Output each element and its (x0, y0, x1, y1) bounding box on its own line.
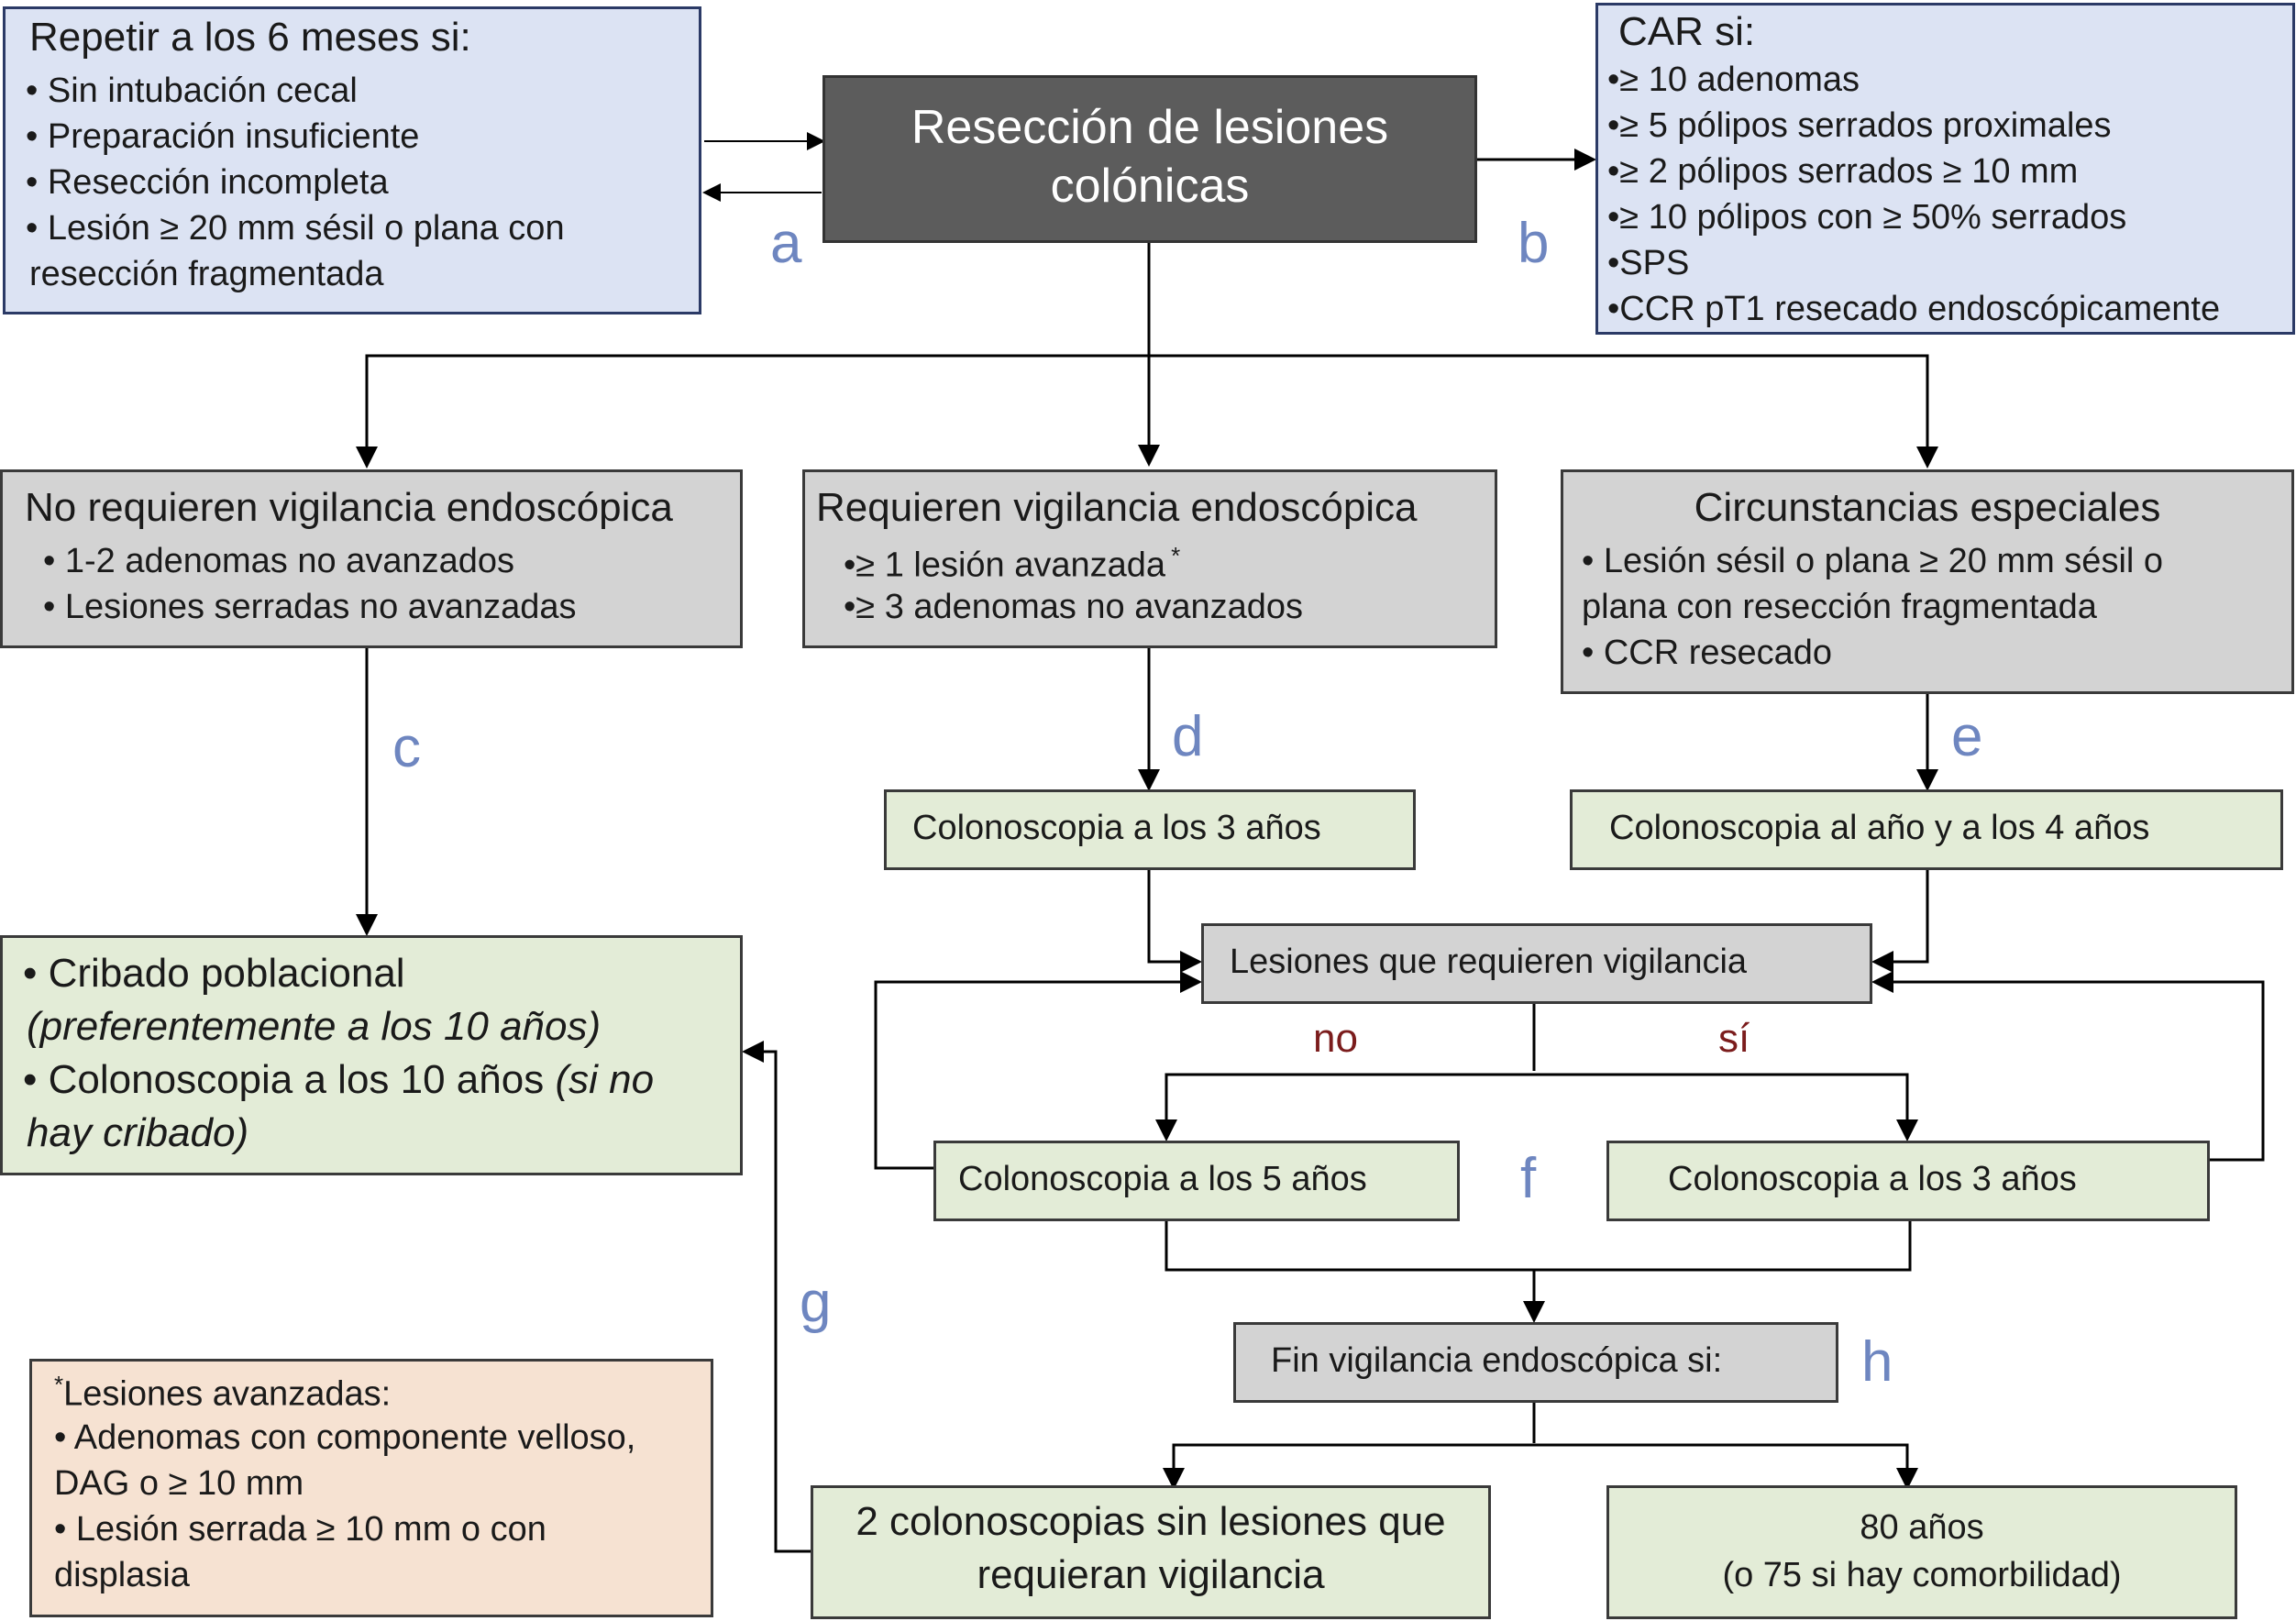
screening-line3-italic: (si no (555, 1057, 655, 1102)
surveillance-box: Requieren vigilancia endoscópica •≥ 1 le… (802, 469, 1497, 648)
asterisk-mark: * (54, 1371, 64, 1398)
special-circumstances-box: Circunstancias especiales • Lesión sésil… (1561, 469, 2294, 694)
resection-title-line1: Resección de lesiones (911, 101, 1389, 154)
resection-box: Resección de lesiones colónicas (822, 75, 1477, 243)
car-box: CAR si: •≥ 10 adenomas •≥ 5 pólipos serr… (1595, 3, 2295, 335)
car-item: •CCR pT1 resecado endoscópicamente (1607, 290, 2221, 328)
colonoscopy-3y-top-text: Colonoscopia a los 3 años (912, 809, 1321, 847)
label-f: f (1520, 1147, 1537, 1210)
label-h: h (1861, 1330, 1893, 1394)
advanced-title: *Lesiones avanzadas: (54, 1371, 391, 1415)
special-title: Circunstancias especiales (1694, 485, 2161, 530)
car-item: •≥ 10 adenomas (1607, 61, 1860, 99)
branch-yes: sí (1718, 1016, 1750, 1061)
surveillance-item: •≥ 3 adenomas no avanzados (844, 588, 1304, 626)
screening-line3: • Colonoscopia a los 10 años (si no (23, 1057, 654, 1103)
label-d: d (1172, 705, 1204, 768)
special-item: • Lesión sésil o plana ≥ 20 mm sésil o (1582, 542, 2164, 580)
car-item: •≥ 2 pólipos serrados ≥ 10 mm (1607, 152, 2079, 191)
no-surveillance-item: • Lesiones serradas no avanzadas (43, 588, 577, 626)
advanced-lesions-note: *Lesiones avanzadas: • Adenomas con comp… (29, 1359, 713, 1617)
screening-line3-text: • Colonoscopia a los 10 años (23, 1057, 556, 1102)
resection-title-line2: colónicas (1050, 160, 1250, 213)
colonoscopy-1y-4y-box: Colonoscopia al año y a los 4 años (1570, 789, 2283, 870)
surveillance-item-text: •≥ 1 lesión avanzada (844, 546, 1166, 585)
colonoscopy-3y-bottom-text: Colonoscopia a los 3 años (1668, 1160, 2077, 1198)
end-surveillance-box: Fin vigilancia endoscópica si: (1233, 1322, 1838, 1403)
car-item: •SPS (1607, 244, 1690, 282)
lesions-require-text: Lesiones que requieren vigilancia (1230, 943, 1748, 981)
label-e: e (1951, 705, 1983, 768)
repeat-item: • Preparación insuficiente (26, 117, 420, 156)
advanced-item: DAG o ≥ 10 mm (54, 1464, 304, 1503)
age-limit-line1: 80 años (1860, 1508, 1984, 1547)
no-surveillance-title: No requieren vigilancia endoscópica (25, 485, 673, 530)
screening-line1: • Cribado poblacional (23, 951, 405, 996)
surveillance-item: •≥ 1 lesión avanzada* (844, 542, 1180, 586)
repeat-item: resección fragmentada (29, 255, 384, 293)
colonoscopy-3y-top-box: Colonoscopia a los 3 años (884, 789, 1416, 870)
label-c: c (392, 716, 421, 779)
colonoscopy-1y-4y-text: Colonoscopia al año y a los 4 años (1609, 809, 2150, 847)
label-a: a (770, 212, 802, 275)
label-b: b (1518, 212, 1550, 275)
repeat-item: • Lesión ≥ 20 mm sésil o plana con (26, 209, 565, 248)
no-surveillance-box: No requieren vigilancia endoscópica • 1-… (0, 469, 743, 648)
branch-no: no (1313, 1016, 1358, 1061)
advanced-item: • Lesión serrada ≥ 10 mm o con (54, 1510, 546, 1549)
two-colonoscopies-box: 2 colonoscopias sin lesiones que requier… (811, 1485, 1491, 1619)
repeat-conditions-box: Repetir a los 6 meses si: • Sin intubaci… (3, 6, 701, 314)
no-surveillance-item: • 1-2 adenomas no avanzados (43, 542, 514, 580)
age-limit-box: 80 años (o 75 si hay comorbilidad) (1606, 1485, 2237, 1619)
repeat-title: Repetir a los 6 meses si: (29, 15, 471, 60)
special-item: plana con resección fragmentada (1582, 588, 2097, 626)
repeat-item: • Sin intubación cecal (26, 72, 358, 110)
asterisk-mark: * (1171, 542, 1181, 569)
screening-line4: hay cribado) (27, 1110, 249, 1155)
special-item: • CCR resecado (1582, 634, 1833, 672)
age-limit-line2: (o 75 si hay comorbilidad) (1722, 1556, 2122, 1594)
surveillance-title: Requieren vigilancia endoscópica (816, 485, 1418, 530)
repeat-item: • Resección incompleta (26, 163, 389, 202)
advanced-item: • Adenomas con componente velloso, (54, 1418, 636, 1457)
car-item: •≥ 5 pólipos serrados proximales (1607, 106, 2112, 145)
advanced-item: displasia (54, 1556, 190, 1594)
colonoscopy-5y-text: Colonoscopia a los 5 años (958, 1160, 1367, 1198)
screening-line2: (preferentemente a los 10 años) (27, 1004, 602, 1049)
car-item: •≥ 10 pólipos con ≥ 50% serrados (1607, 198, 2127, 237)
end-surveillance-text: Fin vigilancia endoscópica si: (1271, 1341, 1723, 1380)
colonoscopy-3y-bottom-box: Colonoscopia a los 3 años (1606, 1141, 2210, 1221)
label-g: g (800, 1271, 832, 1334)
population-screening-box: • Cribado poblacional (preferentemente a… (0, 935, 743, 1175)
colonoscopy-5y-box: Colonoscopia a los 5 años (933, 1141, 1460, 1221)
two-colonoscopies-line2: requieran vigilancia (977, 1552, 1325, 1597)
two-colonoscopies-line1: 2 colonoscopias sin lesiones que (855, 1499, 1446, 1544)
advanced-title-text: Lesiones avanzadas: (63, 1374, 392, 1414)
lesions-require-box: Lesiones que requieren vigilancia (1201, 923, 1872, 1004)
car-title: CAR si: (1618, 9, 1756, 54)
